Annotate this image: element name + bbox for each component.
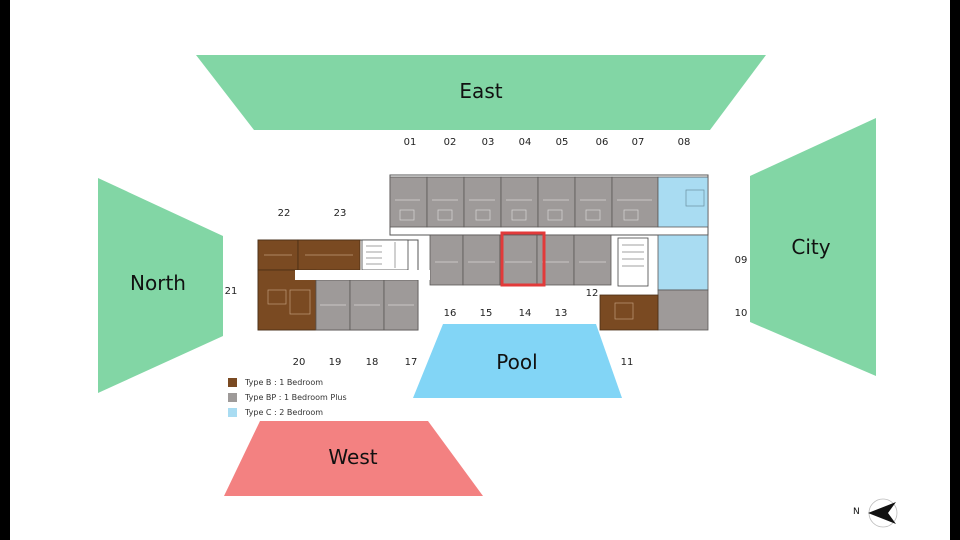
pool-zone xyxy=(413,324,622,398)
stairs-left xyxy=(366,242,396,268)
legend-item-type-b: Type B : 1 Bedroom xyxy=(228,378,323,387)
unit-number-22: 22 xyxy=(277,208,291,219)
unit-number-09: 09 xyxy=(734,255,748,266)
highlight-unit-14 xyxy=(500,231,546,287)
middle-row-units xyxy=(429,234,612,286)
core-right xyxy=(617,237,649,287)
top-row-interior xyxy=(395,199,652,221)
left-wing-typeb-interior xyxy=(264,254,353,315)
unit-number-14: 14 xyxy=(518,308,532,319)
unit-number-18: 18 xyxy=(365,357,379,368)
unit-number-10: 10 xyxy=(734,308,748,319)
unit-number-11: 11 xyxy=(620,357,634,368)
west-label: West xyxy=(328,445,377,469)
unit-number-16: 16 xyxy=(443,308,457,319)
unit-number-06: 06 xyxy=(595,137,609,148)
legend-item-type-bp: Type BP : 1 Bedroom Plus xyxy=(228,393,347,402)
unit-number-01: 01 xyxy=(403,137,417,148)
unit-number-21: 21 xyxy=(224,286,238,297)
unit-number-20: 20 xyxy=(292,357,306,368)
city-zone xyxy=(750,118,876,376)
direction-shapes: East North City Pool West xyxy=(98,55,876,496)
compass-label: N xyxy=(853,507,860,517)
unit-11-detail xyxy=(614,302,634,320)
north-zone xyxy=(98,178,223,393)
unit-number-15: 15 xyxy=(479,308,493,319)
unit-number-02: 02 xyxy=(443,137,457,148)
unit-08 xyxy=(657,176,709,228)
east-label: East xyxy=(459,79,502,103)
unit-11 xyxy=(599,294,659,331)
legend-swatch-type-c xyxy=(228,408,237,417)
legend-item-type-c: Type C : 2 Bedroom xyxy=(228,408,323,417)
unit-08-detail xyxy=(685,189,705,207)
pool-label: Pool xyxy=(496,350,537,374)
floor-plan xyxy=(257,174,709,331)
core-left xyxy=(361,239,409,271)
legend-swatch-type-b xyxy=(228,378,237,387)
compass: N xyxy=(850,496,900,530)
unit-number-05: 05 xyxy=(555,137,569,148)
unit-number-23: 23 xyxy=(333,208,347,219)
legend-label-type-b: Type B : 1 Bedroom xyxy=(245,378,324,387)
compass-arrow-icon xyxy=(868,498,898,528)
unit-number-03: 03 xyxy=(481,137,495,148)
corridor-left xyxy=(295,270,430,280)
unit-number-13: 13 xyxy=(554,308,568,319)
unit-10 xyxy=(657,289,709,331)
unit-number-17: 17 xyxy=(404,357,418,368)
unit-number-04: 04 xyxy=(518,137,532,148)
east-zone xyxy=(196,55,766,130)
legend-label-type-bp: Type BP : 1 Bedroom Plus xyxy=(245,393,347,402)
top-row-units xyxy=(389,176,659,228)
legend-swatch-type-bp xyxy=(228,393,237,402)
unit-number-19: 19 xyxy=(328,357,342,368)
floor-plan-canvas: East North City Pool West xyxy=(10,0,950,540)
unit-number-08: 08 xyxy=(677,137,691,148)
city-label: City xyxy=(791,235,830,259)
legend-label-type-c: Type C : 2 Bedroom xyxy=(245,408,324,417)
unit-number-07: 07 xyxy=(631,137,645,148)
west-zone xyxy=(224,421,483,496)
north-label: North xyxy=(130,271,186,295)
unit-number-12: 12 xyxy=(585,288,599,299)
stairs-right xyxy=(622,244,644,267)
unit-09 xyxy=(657,234,709,291)
